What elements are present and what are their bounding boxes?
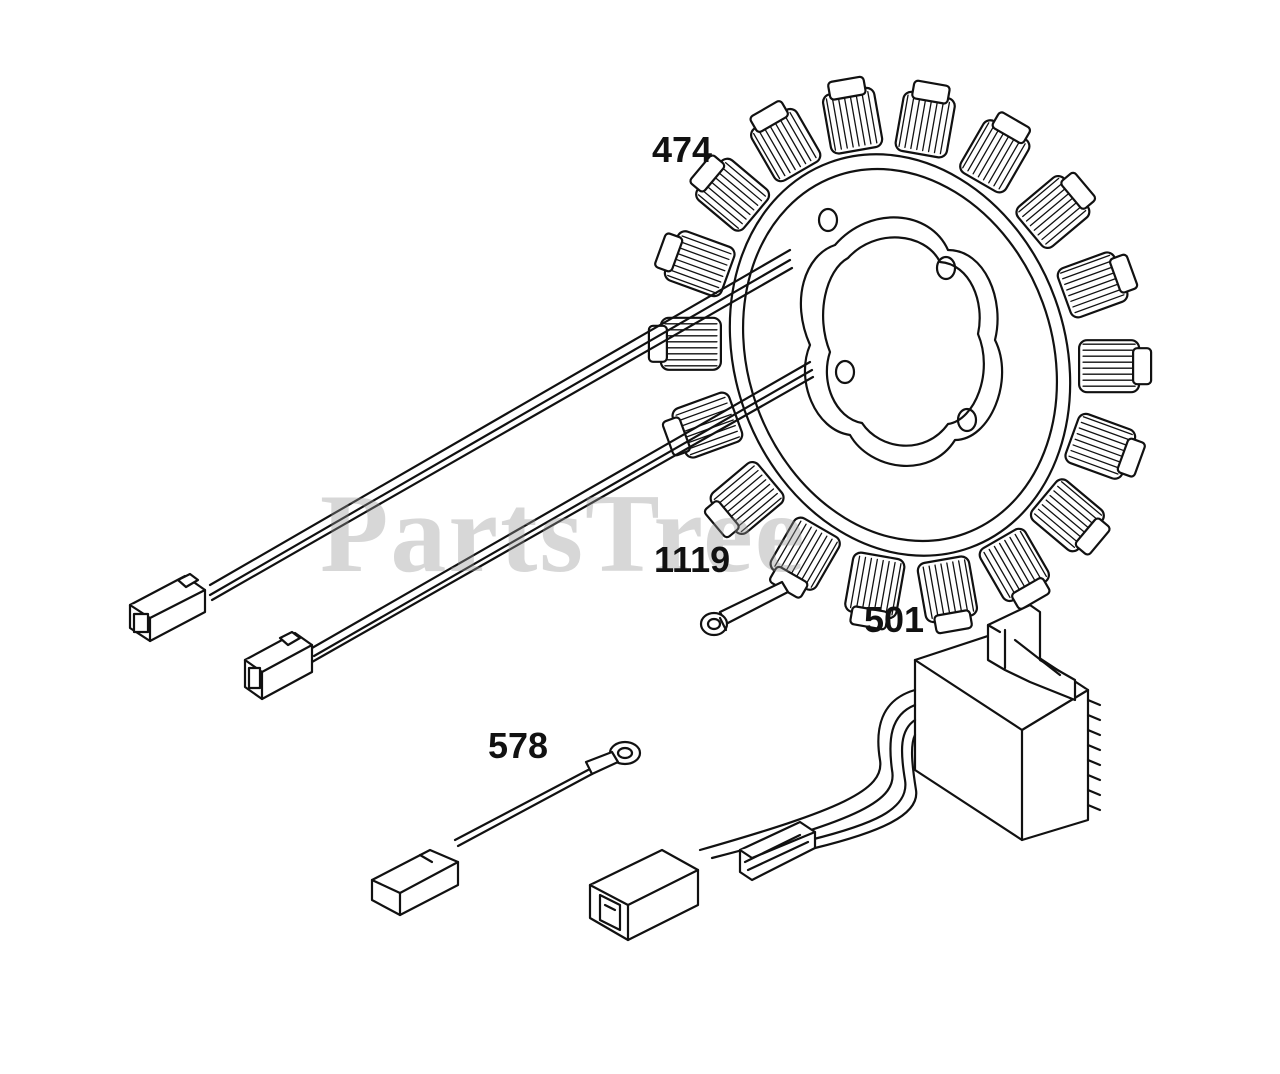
stator-lead-upper [208, 248, 794, 602]
screw-1119[interactable] [699, 580, 790, 637]
stator-inner-step [822, 236, 985, 447]
part-label-474[interactable]: 474 [652, 129, 713, 170]
part-label-1119[interactable]: 1119 [654, 539, 731, 580]
connector-upper [128, 572, 207, 643]
stator-coil [844, 551, 906, 631]
connector-lower [243, 630, 314, 701]
stator-plate-rim [741, 167, 1059, 543]
stator-coil [916, 555, 979, 635]
ground-wire-578[interactable] [370, 740, 642, 917]
partstree-watermark: PartsTree [320, 472, 807, 596]
stator-mounting-holes [817, 207, 978, 433]
stator-coil [654, 230, 736, 298]
regulator-fins [1086, 698, 1102, 812]
part-label-578[interactable]: 578 [488, 725, 549, 766]
stator-coil [749, 100, 822, 183]
stator-inner-opening [799, 216, 1004, 467]
stator-coil [703, 460, 785, 539]
regulator-501[interactable] [588, 603, 1102, 942]
part-label-501[interactable]: 501 [864, 599, 925, 640]
stator-coil [1029, 478, 1111, 556]
stator-lead-lower [310, 360, 815, 664]
stator-coil [768, 516, 841, 599]
stator-coil [661, 391, 744, 459]
stator-coil [1077, 339, 1153, 394]
stator-coil [821, 75, 884, 155]
stator-coil [1015, 171, 1097, 250]
stator-coil [689, 154, 771, 232]
stator-coil [1056, 251, 1139, 319]
stator-coil [894, 79, 956, 159]
stator-coil [959, 111, 1032, 194]
stator-coil [978, 527, 1051, 610]
stator-coil [1064, 412, 1146, 480]
